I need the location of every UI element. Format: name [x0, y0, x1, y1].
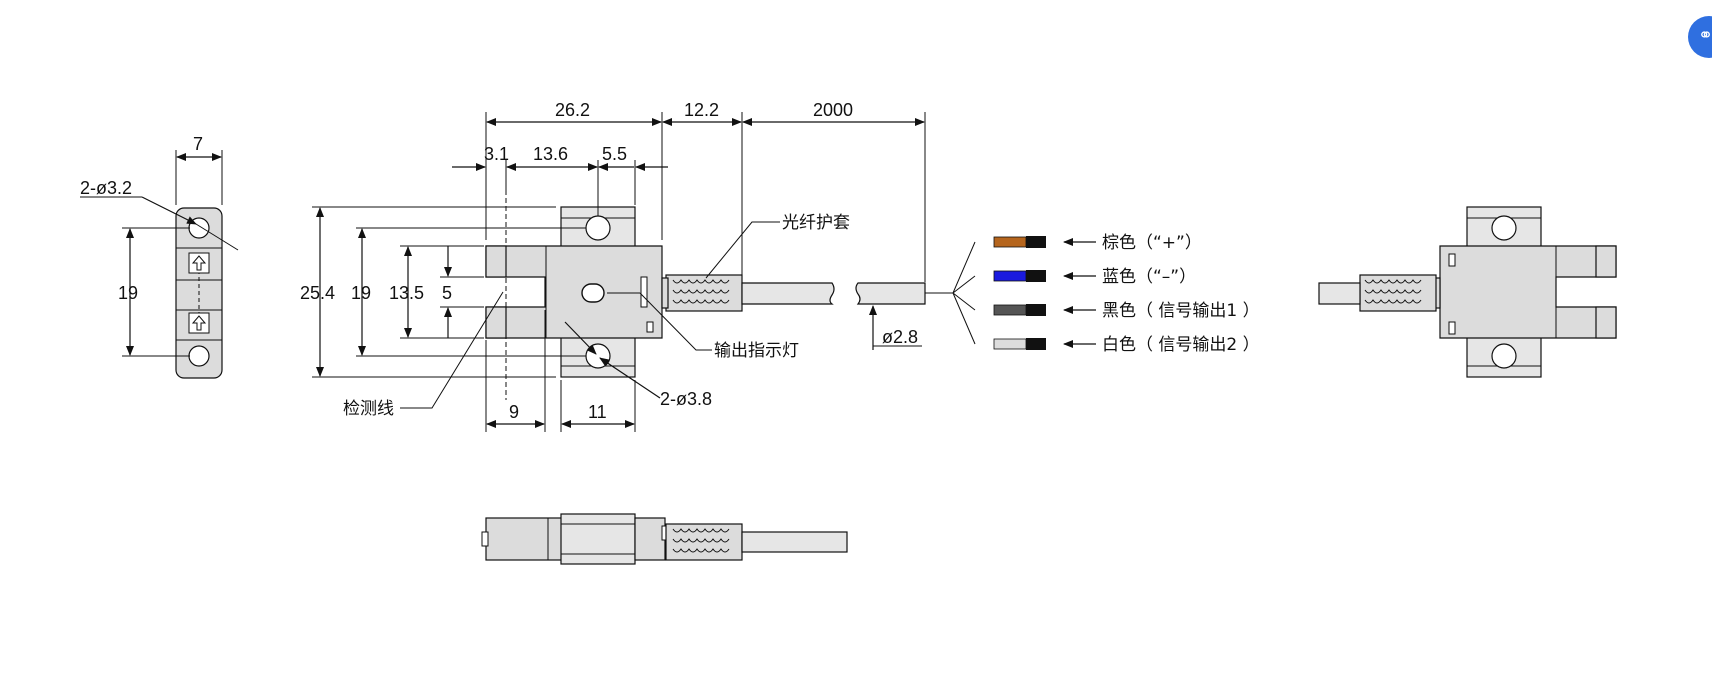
dim-9: 9: [509, 402, 519, 422]
dim-side-width: 7: [193, 134, 203, 154]
side-hole-top: [188, 217, 210, 239]
wire-terminal: [1026, 270, 1046, 282]
dim-side-height: 19: [118, 283, 138, 303]
dim-side-hole: 2-ø3.2: [80, 178, 132, 198]
arrow-up-icon: [188, 312, 210, 334]
indicator-slot: [640, 276, 648, 308]
wire-label: 黑色（ 信号输出1 ）: [1102, 301, 1260, 321]
dim-12-2: 12.2: [684, 100, 719, 120]
bottom-body: [485, 517, 563, 561]
wire-item: 白色（ 信号输出2 ）: [993, 335, 1260, 355]
dim-11: 11: [588, 402, 607, 422]
dim-3-1: 3.1: [484, 144, 509, 164]
wire-color-swatch: [993, 304, 1027, 316]
rear-view: [1318, 206, 1617, 378]
side-view: 7 2-ø3.2 19: [80, 134, 239, 379]
wire-item: 黑色（ 信号输出1 ）: [993, 301, 1260, 321]
wire-color-swatch: [993, 270, 1027, 282]
wire-item: 蓝色（“–”）: [993, 267, 1196, 287]
dim-hole-3-8: 2-ø3.8: [660, 389, 712, 409]
wire-color-swatch: [993, 338, 1027, 350]
wire-item: 棕色（“+”）: [993, 233, 1202, 253]
label-output-led: 输出指示灯: [714, 341, 799, 361]
dim-5-5: 5.5: [602, 144, 627, 164]
label-fiber-sleeve: 光纤护套: [782, 213, 850, 233]
front-view: 26.2 12.2 2000 3.1 13.6 5.5 25.4 19 13.5…: [300, 100, 976, 432]
dim-13-5: 13.5: [389, 283, 424, 303]
dim-13-6: 13.6: [533, 144, 568, 164]
main-body: [485, 245, 663, 339]
wire-terminal: [1026, 304, 1046, 316]
bottom-view: [481, 513, 848, 565]
arrow-up-icon: [188, 252, 210, 274]
wire-terminal: [1026, 338, 1046, 350]
dim-5: 5: [442, 283, 452, 303]
cable-end: [855, 282, 926, 305]
badge-glyph: ⚭: [1698, 25, 1712, 46]
wire-label: 白色（ 信号输出2 ）: [1102, 335, 1260, 355]
side-hole-bottom: [188, 345, 210, 367]
wire-terminal: [1026, 236, 1046, 248]
label-detect-line: 检测线: [343, 399, 394, 419]
dim-cable-dia: ø2.8: [882, 327, 918, 347]
bottom-cable: [741, 531, 848, 553]
wire-label: 蓝色（“–”）: [1102, 267, 1196, 287]
mount-hole-top: [585, 215, 611, 241]
dim-2000: 2000: [813, 100, 853, 120]
wire-label: 棕色（“+”）: [1102, 233, 1202, 253]
dim-26-2: 26.2: [555, 100, 590, 120]
dim-25-4: 25.4: [300, 283, 335, 303]
cable: [741, 282, 835, 305]
output-led: [581, 283, 605, 303]
dim-19: 19: [351, 283, 371, 303]
wire-color-swatch: [993, 236, 1027, 248]
wire-legend: 棕色（“+”） 蓝色（“–”） 黑色（ 信号输出1 ） 白色（ 信号输出2 ）: [993, 233, 1260, 355]
